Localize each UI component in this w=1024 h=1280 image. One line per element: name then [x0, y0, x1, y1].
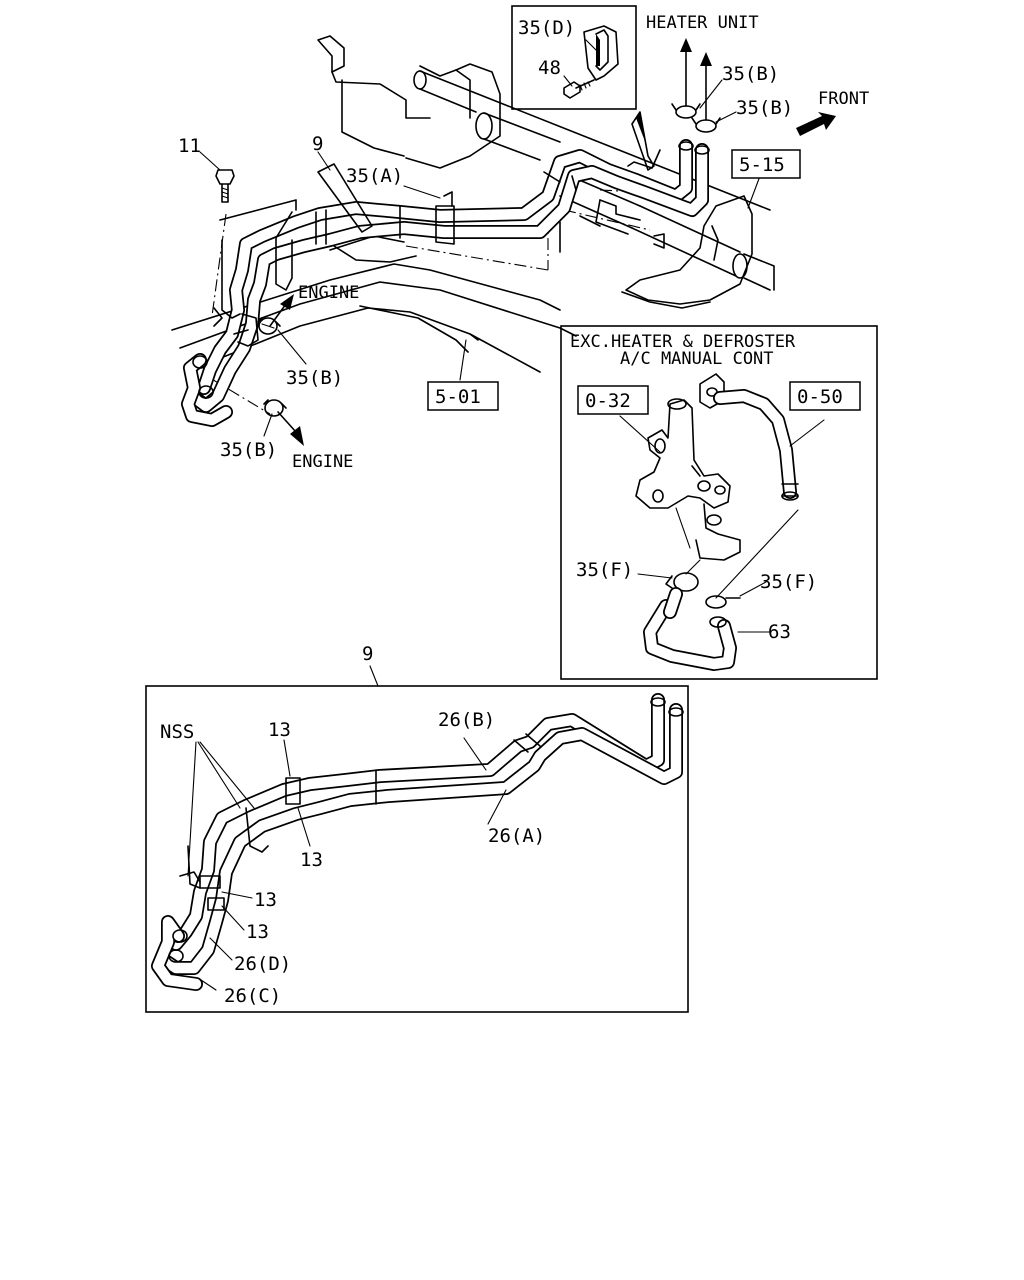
ref-0-50[interactable]: 0-50: [797, 386, 843, 408]
clamp-35b-heater-1-icon: [671, 103, 701, 119]
callout-35b-heater-2[interactable]: 35(B): [736, 97, 793, 119]
heater-unit-arrow-2: [700, 52, 712, 121]
heater-pipe-assembly: [181, 139, 710, 427]
callout-35b-engine-2[interactable]: 35(B): [220, 439, 277, 461]
engine-arrow-lower: [277, 411, 304, 446]
heater-unit-arrow-1: [680, 38, 692, 107]
clamp-35b-engine-upper-icon: [257, 317, 281, 335]
engine-label-top: ENGINE: [298, 283, 359, 303]
callout-11[interactable]: 11: [178, 135, 201, 157]
callout-13-a[interactable]: 13: [268, 719, 291, 741]
clamp-35b-engine-lower-icon: [263, 399, 287, 417]
callout-63[interactable]: 63: [768, 621, 791, 643]
callout-26a[interactable]: 26(A): [488, 825, 545, 847]
clamp-35f-right-icon: [705, 595, 741, 609]
clip-wedge: [631, 111, 655, 171]
callout-35f-right[interactable]: 35(F): [760, 571, 817, 593]
heater-unit-label: HEATER UNIT: [646, 13, 759, 33]
labels: 11 9 35(A) 35(D) 48 HEATER UNIT 35(B) 35…: [160, 13, 869, 1007]
ref-0-32[interactable]: 0-32: [585, 390, 631, 412]
callout-35b-engine-1[interactable]: 35(B): [286, 367, 343, 389]
callout-13-d[interactable]: 13: [246, 921, 269, 943]
bracket-9: [317, 163, 373, 233]
callout-48[interactable]: 48: [538, 57, 561, 79]
leaders-upper: [199, 39, 761, 437]
callout-13-b[interactable]: 13: [300, 849, 323, 871]
clip-wedge-shade: [636, 112, 646, 144]
callout-9-top[interactable]: 9: [312, 133, 323, 155]
bolt-11-icon: [215, 169, 235, 203]
clamp-35a-band: [435, 191, 455, 245]
ref-0-32-box[interactable]: [577, 385, 649, 415]
clamp-35f-left-icon: [665, 572, 699, 592]
callout-nss[interactable]: NSS: [160, 721, 194, 743]
ref-0-50-box[interactable]: [789, 381, 861, 411]
callout-35f-left[interactable]: 35(F): [576, 559, 633, 581]
callout-13-c[interactable]: 13: [254, 889, 277, 911]
ref-5-01[interactable]: 5-01: [435, 386, 481, 408]
pipe-0-50-part: [699, 373, 799, 501]
upper-assembly: [171, 5, 836, 446]
callout-26d[interactable]: 26(D): [234, 953, 291, 975]
detail-part-9: [145, 665, 689, 1013]
callout-35d[interactable]: 35(D): [518, 17, 575, 39]
callout-35b-heater-1[interactable]: 35(B): [722, 63, 779, 85]
callout-9-detail[interactable]: 9: [362, 643, 373, 665]
callout-26b[interactable]: 26(B): [438, 709, 495, 731]
water-outlet-part: [635, 398, 741, 561]
inset-title-line1: EXC.HEATER & DEFROSTER: [570, 332, 796, 352]
hose-63-part: [643, 587, 737, 671]
ref-5-15[interactable]: 5-15: [739, 154, 785, 176]
engine-arrow-upper: [269, 294, 294, 327]
inset-exc-heater: [560, 325, 878, 680]
ref-5-15-box[interactable]: [731, 149, 801, 179]
front-arrow-icon: [796, 112, 836, 136]
callout-26c[interactable]: 26(C): [224, 985, 281, 1007]
clamp-35d-inset: [511, 5, 637, 110]
clip-13-upper: [285, 777, 301, 805]
ref-5-01-box[interactable]: [427, 381, 499, 411]
pipe-bracket: [221, 211, 293, 347]
inset-title-line2: A/C MANUAL CONT: [620, 349, 774, 369]
front-label: FRONT: [818, 89, 869, 109]
engine-label-bottom: ENGINE: [292, 452, 353, 472]
callout-35a[interactable]: 35(A): [346, 165, 403, 187]
